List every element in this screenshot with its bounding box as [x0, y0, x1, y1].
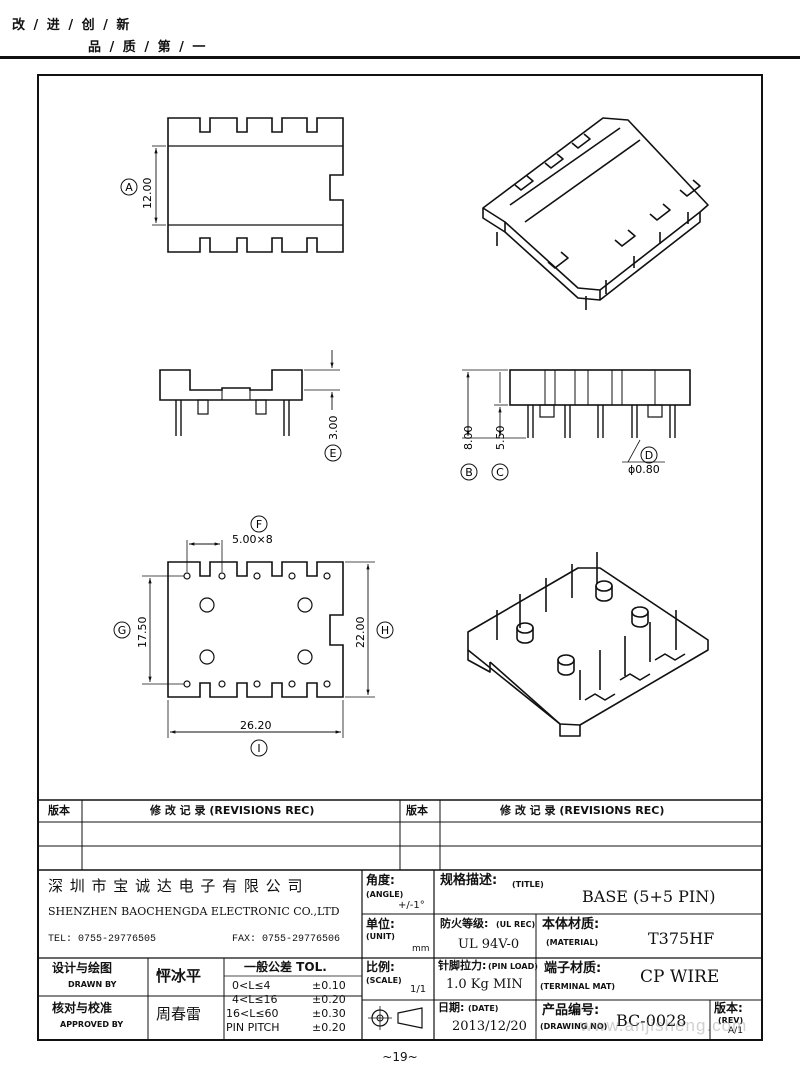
title-block-grid: [38, 799, 762, 1040]
rev-col-record-1: 修 改 记 录 (REVISIONS REC): [150, 804, 315, 817]
drawing-no-label-en: (DRAWING NO): [540, 1022, 608, 1031]
ul-value: UL 94V-0: [458, 937, 520, 952]
dim-letter-F: F: [256, 518, 262, 531]
terminal-label-en: (TERMINAL MAT): [540, 982, 616, 991]
scale-label-cn: 比例:: [366, 960, 395, 974]
drawing-no-value: BC-0028: [616, 1011, 687, 1030]
dim-value-I: 26.20: [240, 719, 272, 732]
angle-label-en: (ANGLE): [366, 890, 404, 899]
date-value: 2013/12/20: [452, 1019, 527, 1034]
company-fax: FAX: 0755-29776506: [232, 934, 341, 945]
side-view-left: [159, 350, 342, 462]
drawing-no-label-cn: 产品编号:: [542, 1003, 600, 1018]
dim-letter-H: H: [381, 624, 389, 637]
rev-col-record-2: 修 改 记 录 (REVISIONS REC): [500, 804, 665, 817]
bottom-view: [113, 515, 394, 757]
watermark: www.anjisheng.com: [580, 1016, 748, 1035]
tolerance-title: 一般公差 TOL.: [244, 960, 327, 974]
approved-by-label-cn: 核对与校准: [52, 1001, 113, 1015]
dim-letter-A: A: [125, 181, 133, 194]
iso-view-top: [482, 117, 709, 310]
company-name-cn: 深 圳 市 宝 诚 达 电 子 有 限 公 司: [48, 877, 304, 895]
terminal-label-cn: 端子材质:: [544, 961, 602, 976]
unit-label-en: (UNIT): [366, 932, 395, 941]
tol-value-1: ±0.20: [312, 993, 346, 1006]
rev-col-version-1: 版本: [48, 804, 70, 817]
dim-value-G: 17.50: [136, 617, 149, 649]
unit-value: mm: [412, 944, 430, 954]
title-value: BASE (5+5 PIN): [582, 887, 716, 906]
dim-value-B: 8.00: [462, 426, 475, 451]
rev-label-en: (REV): [718, 1016, 744, 1025]
drawn-by-label-en: DRAWN BY: [68, 980, 117, 989]
tol-value-0: ±0.10: [312, 979, 346, 992]
tol-range-2: 16<L≤60: [226, 1007, 279, 1020]
slogan-line-2: 品 / 质 / 第 / 一: [88, 40, 208, 55]
slogan-line-1: 改 / 进 / 创 / 新: [12, 18, 132, 33]
tol-range-1: 4<L≤16: [232, 993, 278, 1006]
ul-label-en: (UL REC): [496, 920, 536, 929]
dim-value-C: 5.50: [494, 426, 507, 451]
material-value: T375HF: [648, 929, 715, 948]
date-label-cn: 日期:: [438, 1001, 465, 1014]
tol-range-3: PIN PITCH: [226, 1021, 280, 1034]
dim-letter-C: C: [496, 466, 504, 479]
scale-value: 1/1: [410, 984, 427, 995]
rev-label-cn: 版本:: [714, 1001, 743, 1015]
tol-value-2: ±0.30: [312, 1007, 346, 1020]
dim-letter-E: E: [330, 447, 337, 460]
dim-value-F: 5.00×8: [232, 533, 273, 546]
ul-label-cn: 防火等级:: [440, 917, 489, 930]
dim-letter-I: I: [257, 742, 260, 755]
drawn-by-name: 怦冰平: [156, 967, 202, 985]
title-label-en: (TITLE): [512, 880, 544, 889]
terminal-value: CP WIRE: [640, 967, 720, 987]
company-tel: TEL: 0755-29776505: [48, 934, 157, 945]
dim-letter-G: G: [118, 624, 127, 637]
front-view-right: [460, 369, 691, 481]
angle-label-cn: 角度:: [366, 873, 395, 887]
dim-value-A: 12.00: [141, 178, 154, 210]
tol-range-0: 0<L≤4: [232, 979, 271, 992]
dim-letter-B: B: [465, 466, 473, 479]
pin-load-value: 1.0 Kg MIN: [446, 977, 523, 992]
pin-load-label-en: (PIN LOAD): [488, 962, 538, 971]
title-label-cn: 规格描述:: [440, 873, 498, 888]
top-view: [120, 117, 344, 253]
material-label-en: (MATERIAL): [546, 938, 599, 947]
company-name-en: SHENZHEN BAOCHENGDA ELECTRONIC CO.,LTD: [48, 905, 340, 918]
rev-value: A/1: [728, 1026, 743, 1036]
angle-value: +/-1°: [398, 900, 425, 911]
tol-value-3: ±0.20: [312, 1021, 346, 1034]
scale-label-en: (SCALE): [366, 976, 402, 985]
date-label-en: (DATE): [468, 1004, 499, 1013]
approved-by-name: 周春雷: [156, 1005, 202, 1023]
drawn-by-label-cn: 设计与绘图: [52, 961, 113, 975]
page-number: ~19~: [382, 1050, 418, 1064]
material-label-cn: 本体材质:: [542, 917, 600, 932]
pin-load-label-cn: 针脚拉力:: [438, 959, 487, 972]
rev-col-version-2: 版本: [406, 804, 428, 817]
header-rule: [0, 56, 800, 59]
dim-letter-D: D: [645, 449, 653, 462]
dim-value-E: 3.00: [327, 416, 340, 441]
iso-view-bottom: [467, 552, 709, 737]
approved-by-label-en: APPROVED BY: [60, 1020, 124, 1029]
dim-value-H: 22.00: [354, 617, 367, 649]
unit-label-cn: 单位:: [366, 917, 395, 931]
dim-value-D: ϕ0.80: [628, 463, 660, 476]
